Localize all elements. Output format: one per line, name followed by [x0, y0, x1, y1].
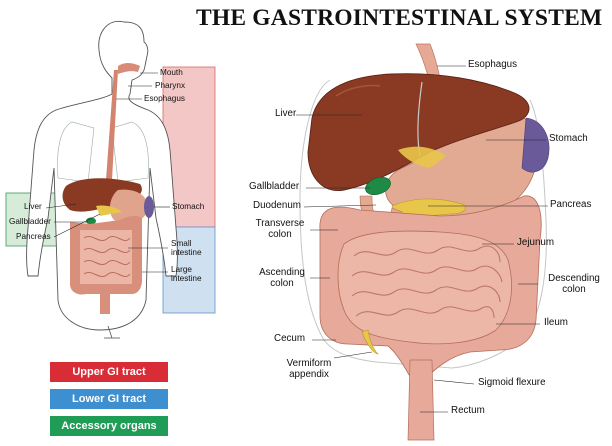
label-small-intestine-small: Small intestine	[171, 239, 202, 257]
small-intestine-organ	[337, 230, 512, 345]
label-gallbladder-small: Gallbladder	[9, 217, 51, 226]
label-duodenum: Duodenum	[253, 200, 301, 211]
small-pancreas	[96, 205, 122, 216]
label-gallbladder: Gallbladder	[249, 181, 300, 192]
label-sigmoid-flexure: Sigmoid flexure	[478, 377, 546, 388]
label-large-intestine-small: Large intestine	[171, 265, 202, 283]
label-liver-small: Liver	[24, 202, 42, 211]
label-pharynx-small: Pharynx	[155, 81, 186, 90]
label-pancreas-small: Pancreas	[16, 232, 51, 241]
small-spleen	[144, 196, 154, 218]
label-pancreas: Pancreas	[550, 199, 592, 210]
legend-upper-gi: Upper GI tract	[50, 362, 168, 382]
label-esophagus: Esophagus	[468, 59, 518, 70]
label-descending-colon: Descending colon	[548, 273, 600, 295]
small-gallbladder	[86, 217, 96, 225]
label-stomach-small: Stomach	[172, 202, 205, 211]
small-rectum	[100, 294, 110, 314]
diagram-title: THE GASTROINTESTINAL SYSTEM	[196, 5, 603, 31]
label-cecum: Cecum	[274, 333, 306, 344]
legend-accessory-organs: Accessory organs	[50, 416, 168, 436]
rectum-organ	[407, 359, 435, 441]
label-ascending-colon: Ascending colon	[259, 267, 305, 289]
small-esophagus	[106, 70, 118, 180]
small-liver	[62, 178, 142, 212]
appendix-organ	[361, 329, 379, 355]
small-small-intestine	[80, 230, 132, 284]
spleen-organ	[521, 117, 550, 173]
label-stomach: Stomach	[549, 133, 588, 144]
label-esophagus-small: Esophagus	[144, 94, 185, 103]
label-jejunum: Jejunum	[517, 237, 555, 248]
label-rectum: Rectum	[451, 405, 485, 416]
label-liver: Liver	[275, 108, 297, 119]
small-stomach	[109, 189, 148, 223]
label-transverse-colon: Transverse colon	[255, 218, 305, 240]
label-mouth-small: Mouth	[160, 68, 183, 77]
gallbladder-organ	[365, 176, 391, 196]
legend-lower-gi: Lower GI tract	[50, 389, 168, 409]
small-mouth	[118, 63, 140, 74]
right-lung-outline	[111, 121, 149, 183]
label-vermiform-appendix: Vermiform appendix	[286, 358, 332, 380]
label-ileum: Ileum	[544, 317, 568, 328]
